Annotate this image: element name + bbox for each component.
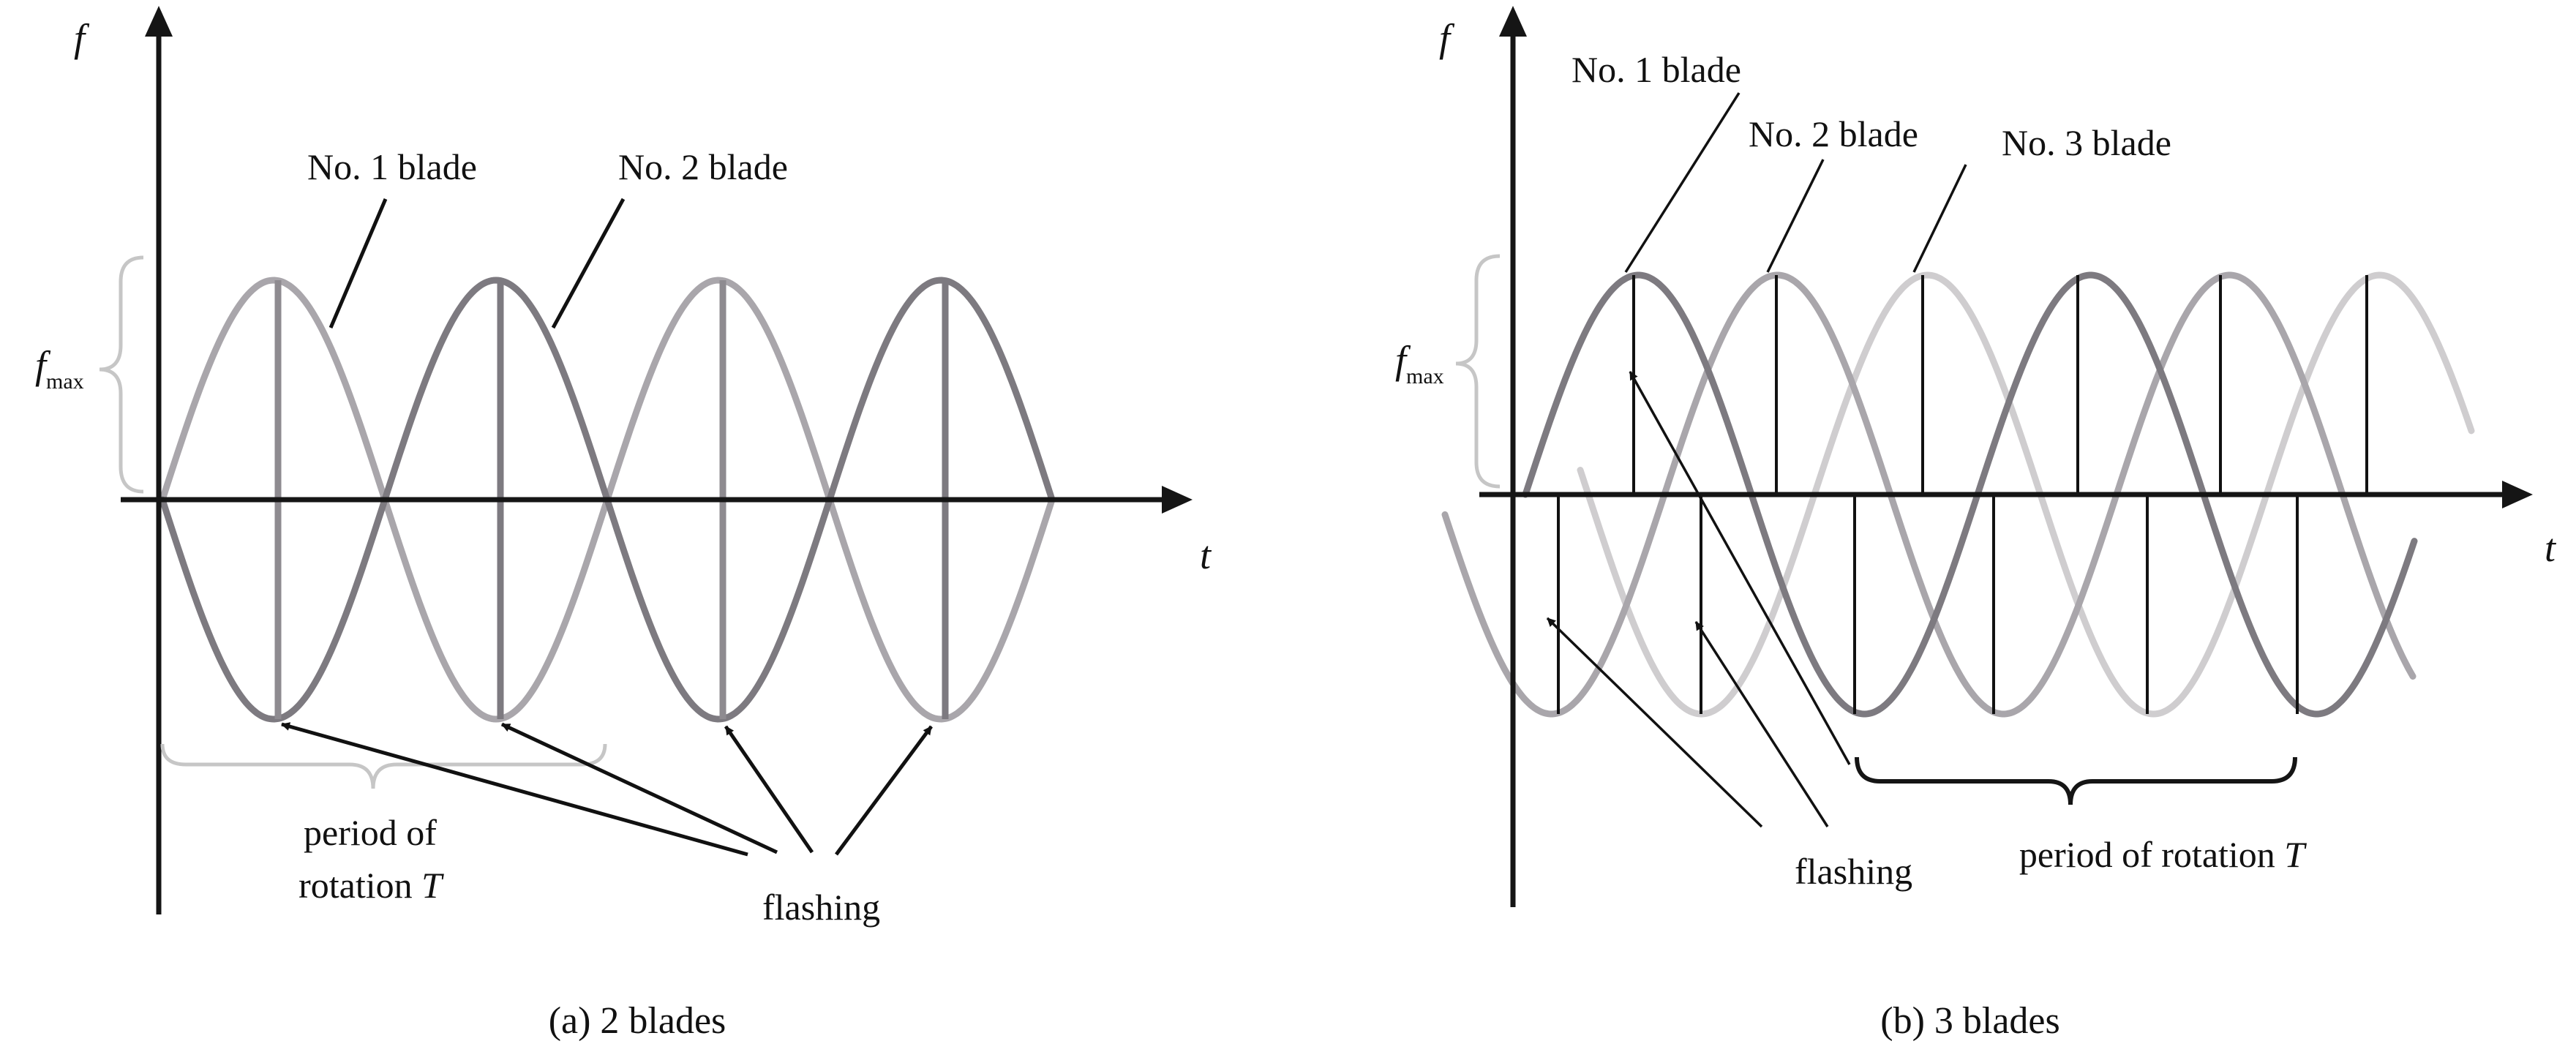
- panel-b-flashing-label: flashing: [1795, 851, 1912, 892]
- panel-a-blade1-leader: [328, 198, 388, 328]
- panel-a: f t fmax No. 1 blade No. 2 blade period …: [35, 6, 1212, 1042]
- panel-b-blade2-label: No. 2 blade: [1749, 113, 1918, 154]
- panel-a-x-axis-label: t: [1200, 533, 1212, 577]
- panel-b-flash-lines: [1557, 275, 2368, 714]
- panel-b-y-axis-arrowhead: [1499, 6, 1527, 37]
- panel-a-y-axis-arrowhead: [145, 6, 173, 37]
- panel-b-blade1-wave: [1522, 271, 2418, 718]
- panel-b-period-label: period of rotation T: [2019, 834, 2307, 875]
- panel-a-flash-arrow-4: [834, 725, 934, 856]
- panel-b: f t fmax No. 1 blade No. 2 blade No. 3 b…: [1395, 6, 2557, 1042]
- panel-a-fmax-label: fmax: [35, 343, 84, 394]
- panel-a-y-axis-label: f: [74, 16, 90, 60]
- panel-b-flash-arrow-2: [1694, 621, 1829, 827]
- panel-b-y-axis-label: f: [1439, 16, 1455, 60]
- panel-b-blade2-leader: [1766, 159, 1825, 273]
- panel-b-blade3-wave: [1577, 271, 2475, 718]
- panel-b-period-brace: [1855, 756, 2297, 805]
- panel-b-blade2-wave: [1441, 271, 2417, 718]
- panel-b-caption: (b) 3 blades: [1880, 1000, 2059, 1042]
- panel-b-blade1-leader: [1624, 92, 1741, 273]
- panel-a-fmax-brace: [99, 255, 144, 494]
- panel-b-blade1-label: No. 1 blade: [1571, 49, 1741, 90]
- panel-a-period-line1: period of: [304, 812, 437, 853]
- panel-b-fmax-brace: [1455, 254, 1501, 489]
- panel-a-flash-arrow-3: [724, 725, 814, 854]
- panel-a-flashing-label: flashing: [762, 887, 880, 928]
- panel-a-caption: (a) 2 blades: [549, 1000, 726, 1042]
- panel-b-waves: [1441, 271, 2475, 718]
- panel-b-flash-arrow-1: [1546, 617, 1763, 828]
- panel-b-fmax-label: fmax: [1395, 338, 1444, 388]
- panel-a-period-brace: [160, 743, 607, 789]
- panel-b-flashing-arrows: [1546, 371, 1851, 828]
- panel-b-x-axis-arrowhead: [2502, 481, 2533, 508]
- panel-a-flashing-arrows: [281, 722, 934, 857]
- panel-b-blade3-leader: [1912, 164, 1967, 273]
- panel-a-flash-arrow-2: [500, 722, 778, 854]
- panel-b-blade3-label: No. 3 blade: [2002, 122, 2171, 163]
- panel-a-blade1-label: No. 1 blade: [307, 146, 477, 187]
- panel-a-blade2-label: No. 2 blade: [618, 146, 788, 187]
- panel-b-x-axis-label: t: [2545, 526, 2557, 570]
- panel-a-blade2-leader: [551, 198, 626, 329]
- panel-b-flash-arrow-3: [1629, 371, 1851, 765]
- panel-a-flash-arrow-1: [281, 722, 748, 857]
- panel-a-x-axis-arrowhead: [1162, 486, 1193, 514]
- panel-a-period-line2: rotation T: [298, 865, 444, 906]
